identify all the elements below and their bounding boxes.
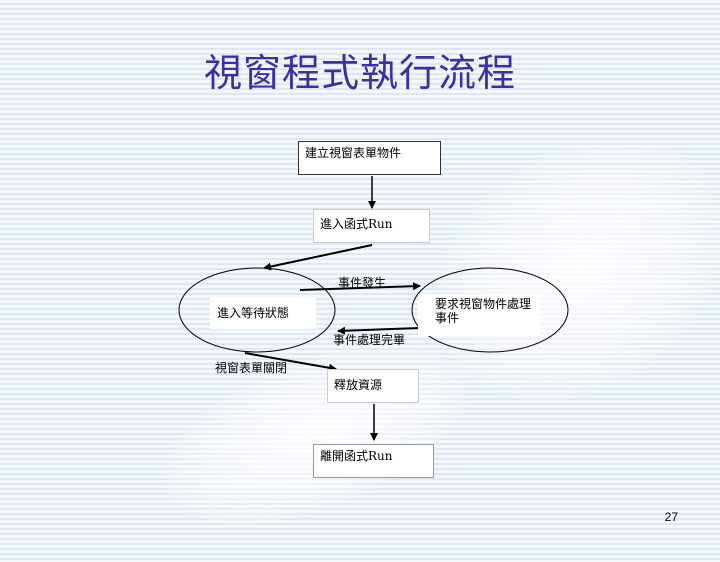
node-wait-state: 進入等待狀態 [210,297,316,329]
arrow-event-occurs [299,282,421,291]
node-release-resources: 釋放資源 [327,369,419,403]
handle-loop-ellipse [411,267,569,353]
node-create-form: 建立視窗表單物件 [298,141,441,175]
arrow-run-to-wait [263,244,373,271]
node-enter-run: 進入函式Run [313,209,430,243]
flow-connectors [178,176,569,441]
label-event-occurs: 事件發生 [338,276,387,290]
arrow-event-done [337,326,421,335]
page-number: 27 [664,510,678,524]
wait-loop-ellipse [178,267,336,353]
node-leave-run: 離開函式Run [313,444,434,478]
label-event-done: 事件處理完畢 [333,333,406,347]
arrow-form-closed [244,352,337,372]
node-request-handle: 要求視窗物件處理事件 [418,294,540,336]
label-form-closed: 視窗表單關閉 [215,361,288,375]
page-title: 視窗程式執行流程 [203,51,516,95]
